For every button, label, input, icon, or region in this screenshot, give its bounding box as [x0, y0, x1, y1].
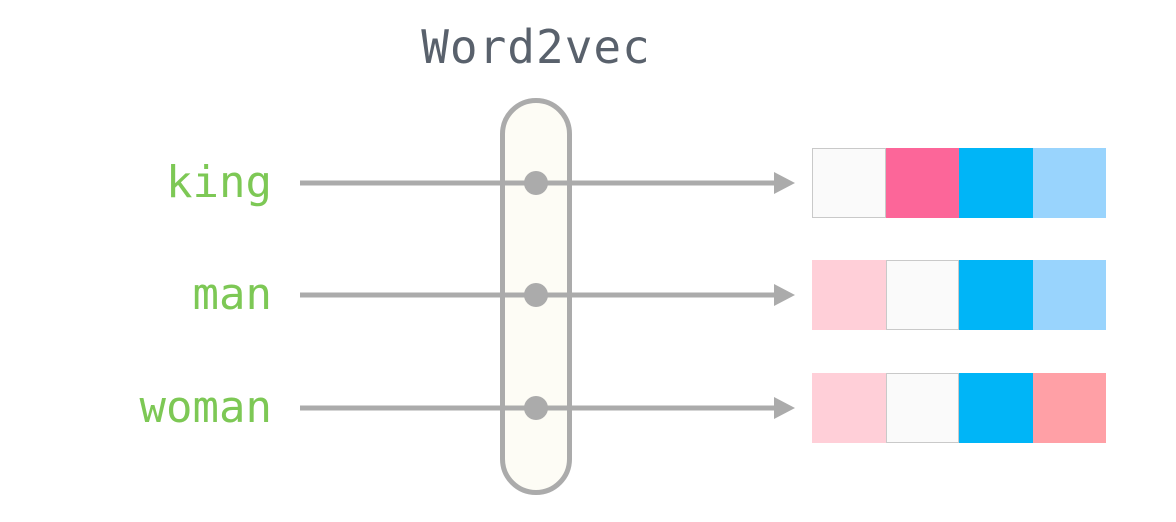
- arrow-man: [300, 283, 795, 307]
- arrow-king: [300, 171, 795, 195]
- model-node-dot: [524, 283, 548, 307]
- word-label-woman: woman: [139, 382, 272, 433]
- model-node-dot: [524, 396, 548, 420]
- arrow-woman: [300, 396, 795, 420]
- vector-cell: [812, 260, 886, 330]
- model-node-dot: [524, 171, 548, 195]
- vector-cell: [959, 260, 1033, 330]
- vector-cell: [959, 148, 1033, 218]
- word-label-king: king: [166, 157, 272, 208]
- vector-cell: [1032, 373, 1106, 443]
- vector-row-woman: [812, 373, 1106, 443]
- vector-cell: [885, 373, 959, 443]
- vector-cell: [885, 260, 959, 330]
- vector-cell: [812, 373, 886, 443]
- diagram-title: Word2vec: [421, 20, 651, 74]
- vector-row-man: [812, 260, 1106, 330]
- vector-cell: [885, 148, 959, 218]
- vector-cell: [1032, 260, 1106, 330]
- vector-row-king: [812, 148, 1106, 218]
- word-label-man: man: [192, 269, 272, 320]
- vector-cell: [959, 373, 1033, 443]
- vector-cell: [812, 148, 886, 218]
- vector-cell: [1032, 148, 1106, 218]
